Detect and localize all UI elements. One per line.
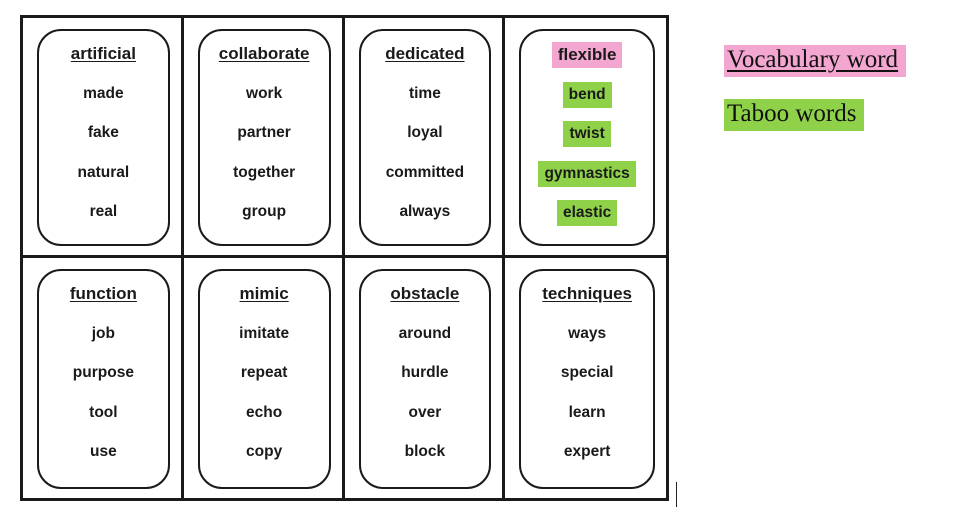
taboo-word-highlighted: gymnastics bbox=[521, 160, 653, 201]
taboo-word: work bbox=[246, 84, 283, 102]
taboo-card-grid: artificial made fake natural real collab… bbox=[20, 15, 669, 501]
vocab-word-highlighted: flexible bbox=[521, 42, 653, 82]
card-cell: flexible bend twist gymnastics elastic bbox=[505, 18, 666, 258]
taboo-word: hurdle bbox=[401, 364, 449, 381]
taboo-word: around bbox=[398, 324, 452, 342]
vocab-word: techniques bbox=[542, 284, 632, 303]
taboo-word: partner bbox=[237, 124, 291, 141]
taboo-word: purpose bbox=[72, 364, 134, 381]
legend-vocabulary-word: Vocabulary word bbox=[724, 45, 907, 77]
vocab-word: collaborate bbox=[218, 44, 310, 63]
taboo-word: repeat bbox=[240, 364, 288, 381]
taboo-word: imitate bbox=[239, 324, 290, 342]
taboo-word: always bbox=[399, 203, 451, 220]
legend-taboo-words: Taboo words bbox=[724, 99, 865, 131]
legend-vocabulary-label: Vocabulary word bbox=[727, 46, 899, 73]
taboo-word: committed bbox=[385, 163, 465, 181]
taboo-word: loyal bbox=[407, 124, 443, 141]
card-cell: artificial made fake natural real bbox=[23, 18, 184, 258]
taboo-word: made bbox=[83, 84, 124, 102]
taboo-word-highlighted: elastic bbox=[521, 200, 653, 240]
taboo-word: real bbox=[89, 203, 118, 220]
taboo-card: techniques ways special learn expert bbox=[519, 269, 655, 489]
vocab-word: artificial bbox=[70, 44, 136, 63]
card-cell: obstacle around hurdle over block bbox=[345, 258, 506, 498]
taboo-card: flexible bend twist gymnastics elastic bbox=[519, 29, 655, 246]
card-cell: dedicated time loyal committed always bbox=[344, 18, 506, 258]
taboo-word: fake bbox=[87, 124, 119, 141]
taboo-highlight: bend bbox=[562, 81, 612, 108]
taboo-card: collaborate work partner together group bbox=[197, 29, 331, 246]
taboo-word: expert bbox=[563, 443, 611, 460]
vocab-word: obstacle bbox=[390, 284, 460, 303]
taboo-word: time bbox=[408, 84, 441, 102]
vocab-word: function bbox=[69, 284, 137, 303]
taboo-word: block bbox=[404, 443, 446, 460]
card-cell: function job purpose tool use bbox=[23, 258, 184, 498]
taboo-word: over bbox=[408, 403, 442, 421]
taboo-word: tool bbox=[89, 403, 118, 421]
taboo-word: natural bbox=[77, 163, 130, 181]
taboo-word: ways bbox=[568, 324, 607, 342]
taboo-word: special bbox=[560, 364, 614, 381]
card-cell: techniques ways special learn expert bbox=[505, 258, 666, 498]
vocab-highlight: flexible bbox=[551, 42, 623, 68]
taboo-highlight: elastic bbox=[556, 200, 618, 226]
legend-taboo-label: Taboo words bbox=[727, 100, 857, 127]
taboo-word-highlighted: twist bbox=[521, 121, 653, 161]
card-cell: collaborate work partner together group bbox=[183, 18, 345, 258]
text-cursor bbox=[676, 482, 677, 507]
taboo-highlight: twist bbox=[563, 121, 611, 147]
card-cell: mimic imitate repeat echo copy bbox=[184, 258, 345, 498]
taboo-highlight: gymnastics bbox=[538, 160, 636, 187]
taboo-card: obstacle around hurdle over block bbox=[358, 269, 492, 489]
taboo-word: job bbox=[91, 324, 115, 342]
taboo-word-highlighted: bend bbox=[521, 81, 653, 122]
taboo-card: function job purpose tool use bbox=[37, 269, 170, 489]
taboo-word: together bbox=[233, 163, 296, 181]
vocab-word: dedicated bbox=[385, 44, 465, 63]
taboo-card: dedicated time loyal committed always bbox=[358, 29, 492, 246]
taboo-card: artificial made fake natural real bbox=[37, 29, 170, 246]
vocab-word: mimic bbox=[239, 284, 289, 303]
taboo-word: echo bbox=[246, 403, 283, 421]
taboo-word: copy bbox=[246, 443, 283, 460]
taboo-word: use bbox=[90, 443, 117, 460]
taboo-word: group bbox=[242, 203, 287, 220]
taboo-card: mimic imitate repeat echo copy bbox=[197, 269, 331, 489]
taboo-word: learn bbox=[568, 403, 606, 421]
